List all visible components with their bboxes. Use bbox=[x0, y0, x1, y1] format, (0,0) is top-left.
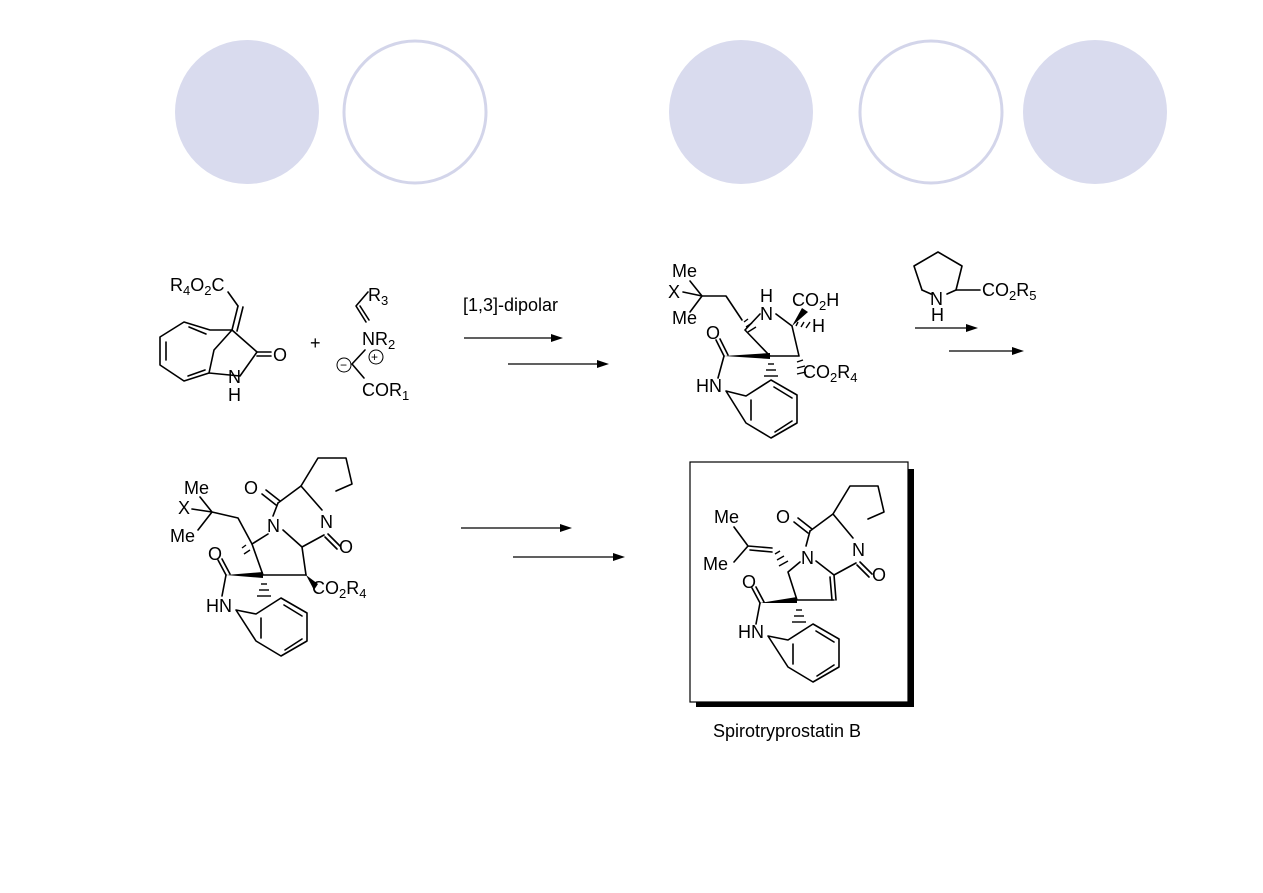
product-box: Me Me O N N O O HN bbox=[689, 461, 914, 707]
svg-text:HN: HN bbox=[206, 596, 232, 616]
arrow-step-3 bbox=[461, 524, 625, 561]
svg-text:Me: Me bbox=[672, 308, 697, 328]
svg-text:R4O2C: R4O2C bbox=[170, 275, 224, 298]
reactant-methyleneindolinone: R4O2C O N H bbox=[159, 275, 287, 405]
svg-text:N: N bbox=[852, 540, 865, 560]
svg-text:HN: HN bbox=[696, 376, 722, 396]
decor-circle-3 bbox=[669, 40, 813, 184]
svg-text:H: H bbox=[931, 305, 944, 325]
svg-text:CO2R4: CO2R4 bbox=[312, 578, 366, 601]
decor-circle-5 bbox=[1023, 40, 1167, 184]
svg-text:N: N bbox=[930, 289, 943, 309]
decorative-circles bbox=[175, 39, 1167, 185]
svg-text:COR1: COR1 bbox=[362, 380, 409, 403]
svg-text:O: O bbox=[706, 323, 720, 343]
svg-text:N: N bbox=[760, 304, 773, 324]
intermediate-spiropyrrolidine: Me X Me H N CO2H H CO2R4 O HN bbox=[668, 261, 857, 439]
svg-text:Me: Me bbox=[672, 261, 697, 281]
reactant-azomethine-ylide: R3 NR2 + − COR1 bbox=[336, 285, 409, 403]
svg-text:H: H bbox=[228, 385, 241, 405]
carbonyl-o-label: O bbox=[273, 345, 287, 365]
svg-text:NR2: NR2 bbox=[362, 329, 395, 352]
svg-text:O: O bbox=[244, 478, 258, 498]
product-name-label: Spirotryprostatin B bbox=[713, 721, 861, 741]
svg-text:O: O bbox=[208, 544, 222, 564]
intermediate-diketopiperazine: Me X Me O N N O CO2R4 O HN bbox=[170, 457, 366, 657]
svg-text:N: N bbox=[267, 516, 280, 536]
svg-text:H: H bbox=[760, 286, 773, 306]
product-spirotryprostatin-b: Me Me O N N O O HN bbox=[703, 485, 886, 683]
decor-circle-4 bbox=[858, 39, 1004, 185]
svg-text:HN: HN bbox=[738, 622, 764, 642]
svg-text:X: X bbox=[668, 282, 680, 302]
decor-circle-2 bbox=[342, 39, 488, 185]
svg-text:N: N bbox=[228, 367, 241, 387]
proline-reagent: N H CO2R5 bbox=[913, 251, 1036, 325]
svg-text:O: O bbox=[339, 537, 353, 557]
svg-text:CO2R4: CO2R4 bbox=[803, 362, 857, 385]
arrow-step-1: [1,3]-dipolar bbox=[463, 295, 609, 368]
plus-sign: + bbox=[310, 333, 321, 353]
svg-text:H: H bbox=[812, 316, 825, 336]
svg-text:Me: Me bbox=[184, 478, 209, 498]
svg-text:CO2R5: CO2R5 bbox=[982, 280, 1036, 303]
svg-text:Me: Me bbox=[703, 554, 728, 574]
svg-text:O: O bbox=[872, 565, 886, 585]
arrow-label-dipolar: [1,3]-dipolar bbox=[463, 295, 558, 315]
svg-text:O: O bbox=[742, 572, 756, 592]
arrow-step-2 bbox=[915, 324, 1024, 355]
svg-text:N: N bbox=[320, 512, 333, 532]
svg-text:N: N bbox=[801, 548, 814, 568]
svg-text:CO2H: CO2H bbox=[792, 290, 839, 313]
svg-text:R3: R3 bbox=[368, 285, 388, 308]
svg-text:Me: Me bbox=[170, 526, 195, 546]
svg-text:+: + bbox=[371, 350, 378, 364]
svg-text:X: X bbox=[178, 498, 190, 518]
svg-text:−: − bbox=[340, 358, 347, 372]
decor-circle-1 bbox=[175, 40, 319, 184]
svg-text:O: O bbox=[776, 507, 790, 527]
svg-text:Me: Me bbox=[714, 507, 739, 527]
